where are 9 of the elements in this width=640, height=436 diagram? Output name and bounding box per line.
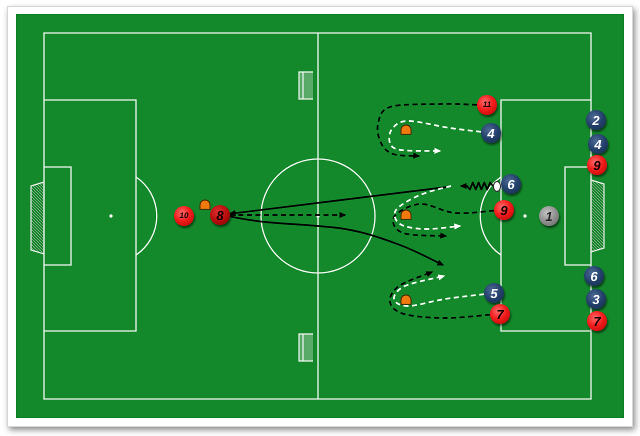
dashed-arrow: [389, 271, 490, 319]
dashed-arrow: [388, 120, 482, 154]
arrow: [230, 216, 444, 266]
dashed-arrow: [376, 103, 478, 159]
dashed-arrow: [392, 203, 494, 239]
dashed-arrow: [230, 212, 346, 218]
zigzag-arrow: [460, 182, 494, 190]
dashed-arrow: [393, 274, 484, 307]
arrow: [228, 186, 448, 216]
